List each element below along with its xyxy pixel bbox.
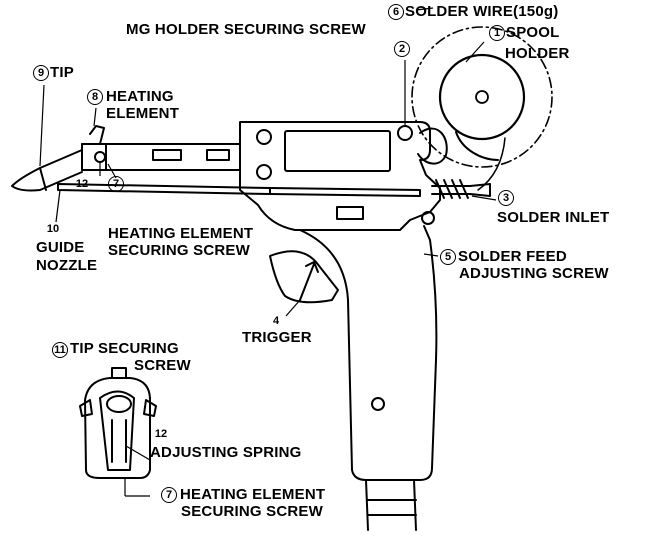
solder-wire — [477, 137, 506, 191]
handle — [299, 225, 438, 481]
housing-screw-1 — [256, 129, 272, 145]
label-nozzle: NOZZLE — [36, 257, 98, 274]
marker-7a: 7 — [108, 176, 124, 192]
barrel-slot-2 — [206, 149, 230, 161]
housing-screw-4 — [421, 211, 435, 225]
trigger-arrow — [299, 261, 319, 301]
label-mg-holder: MG HOLDER SECURING SCREW — [126, 21, 366, 38]
marker-4: 4 — [272, 315, 280, 327]
label-adjusting-spring: ADJUSTING SPRING — [150, 444, 302, 461]
label-securing-screw-2: SECURING SCREW — [108, 242, 250, 259]
label-screw: SCREW — [134, 357, 191, 374]
spool-hub — [438, 53, 526, 141]
label-securing-screw-3: SECURING SCREW — [181, 503, 323, 520]
feed-slot — [336, 206, 364, 220]
cord — [365, 479, 417, 531]
label-heating: HEATING — [106, 88, 174, 105]
label-guide: GUIDE — [36, 239, 85, 256]
marker-8: 8 — [87, 89, 103, 105]
inset-body — [84, 377, 151, 479]
tip-shape — [11, 149, 83, 192]
label-trigger: TRIGGER — [242, 329, 312, 346]
heating-element-screw — [94, 151, 106, 163]
barrel-slot-1 — [152, 149, 182, 161]
marker-9: 9 — [33, 65, 49, 81]
label-heating-element-3: HEATING ELEMENT — [180, 486, 326, 503]
label-adjusting-screw: ADJUSTING SCREW — [459, 265, 609, 282]
label-spool: SPOOL — [506, 24, 560, 41]
guide-nozzle-shape — [57, 183, 271, 195]
marker-11: 11 — [52, 342, 68, 358]
marker-5: 5 — [440, 249, 456, 265]
label-solder-feed: SOLDER FEED — [458, 248, 567, 265]
marker-10: 10 — [46, 223, 60, 235]
label-solder-inlet: SOLDER INLET — [497, 209, 610, 226]
label-heating-element-2: HEATING ELEMENT — [108, 225, 254, 242]
label-element: ELEMENT — [106, 105, 180, 122]
inlet-spring — [431, 179, 471, 199]
marker-6: 6 — [388, 4, 404, 20]
label-holder: HOLDER — [505, 45, 570, 62]
label-solder-wire: SOLDER WIRE(150g) — [405, 3, 559, 20]
marker-2: 2 — [394, 41, 410, 57]
gun-housing — [239, 121, 441, 231]
housing-screw-3 — [397, 125, 413, 141]
marker-1: 1 — [489, 25, 505, 41]
handle-screw — [371, 397, 385, 411]
marker-7b: 7 — [161, 487, 177, 503]
housing-screw-2 — [256, 164, 272, 180]
marker-3: 3 — [498, 190, 514, 206]
housing-window — [284, 130, 391, 172]
label-tip-securing: TIP SECURING — [70, 340, 179, 357]
spool-outline — [411, 26, 553, 168]
marker-12a: 12 — [75, 178, 89, 190]
marker-12b: 12 — [154, 428, 168, 440]
trigger-shape — [269, 250, 339, 304]
spool-center — [475, 90, 489, 104]
spool-arm — [417, 127, 448, 165]
label-tip: TIP — [50, 64, 74, 81]
